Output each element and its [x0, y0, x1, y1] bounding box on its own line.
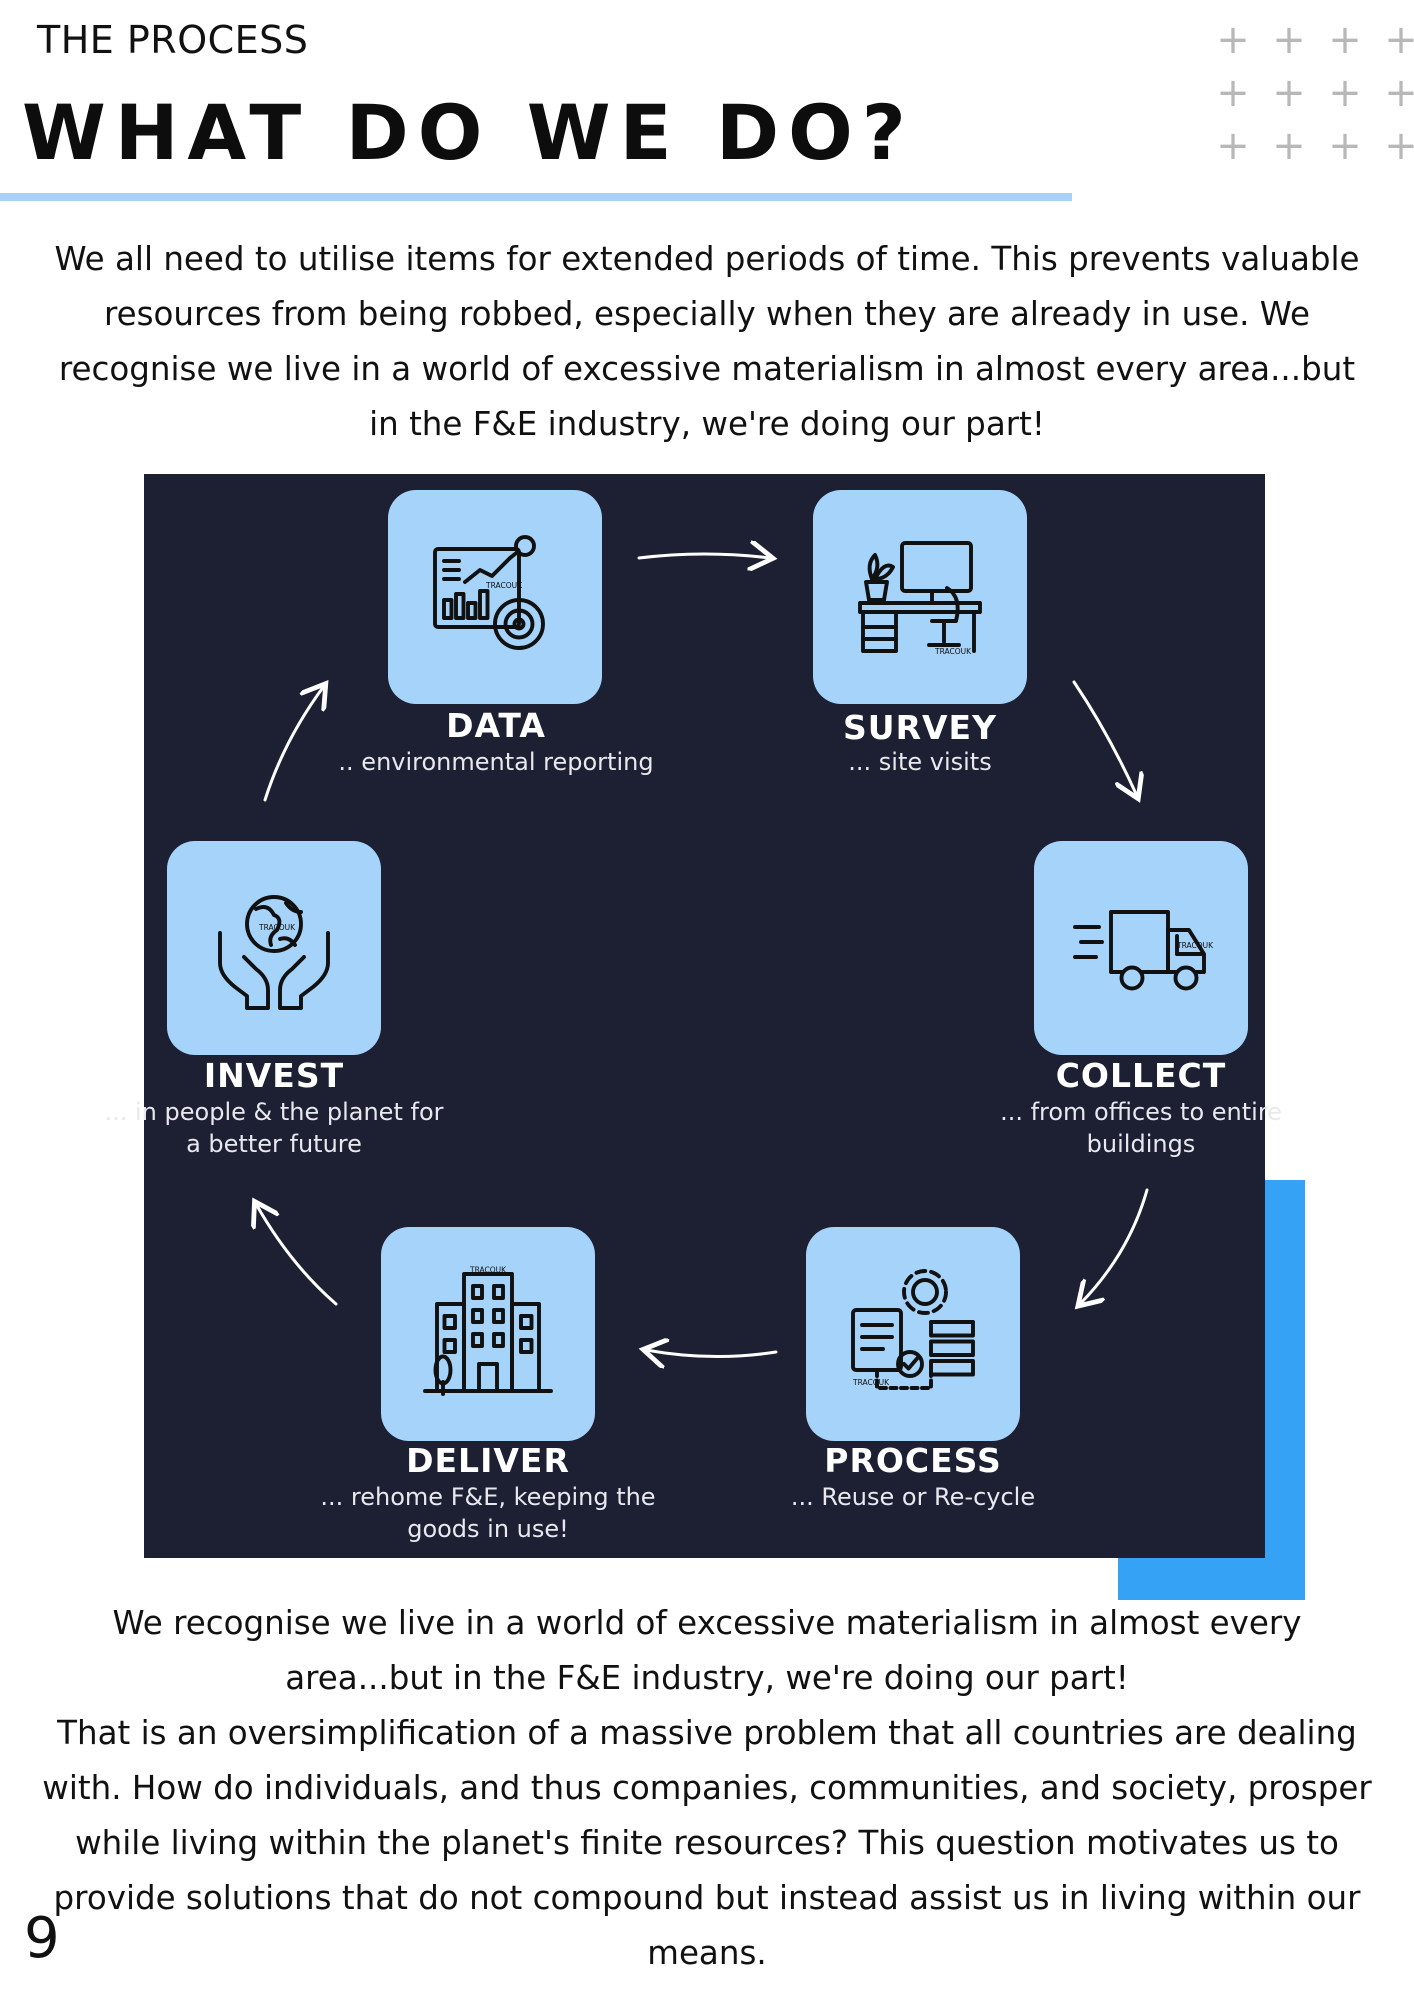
plus-icon: + [1216, 17, 1250, 63]
arrow-data-to-survey [637, 554, 770, 558]
tile-collect: TRACOUK [1034, 841, 1248, 1055]
plus-icon: + [1272, 123, 1306, 169]
arrow-collect-to-process [1080, 1188, 1149, 1304]
delivery-truck-icon: TRACOUK [1073, 910, 1214, 991]
step-title-collect: COLLECT [1055, 1056, 1227, 1095]
plus-icon: + [1272, 17, 1306, 63]
arrow-survey-to-collect [1072, 680, 1137, 796]
tile-process: TRACOUK [806, 1227, 1020, 1441]
plus-icon: + [1384, 123, 1414, 169]
step-desc-survey: ... site visits [848, 748, 992, 776]
tile-data: TRACOUK [388, 490, 602, 704]
page-title: WHAT DO WE DO? [22, 88, 915, 177]
outro-paragraph-1: We recognise we live in a world of exces… [112, 1604, 1302, 1697]
step-title-data: DATA [446, 706, 546, 745]
data-analytics-icon: TRACOUK [433, 535, 545, 650]
office-desk-icon: TRACOUK [858, 541, 982, 656]
globe-in-hands-icon: TRACOUK [218, 895, 330, 1010]
step-desc-deliver: ... rehome F&E, keeping the goods in use… [320, 1483, 656, 1543]
plus-icon: + [1272, 70, 1306, 116]
step-desc-invest: ... in people & the planet for a better … [104, 1098, 444, 1158]
plus-pattern: + + + + + + + + + + + + [1205, 14, 1414, 173]
section-eyebrow: THE PROCESS [37, 18, 309, 62]
plus-icon: + [1384, 17, 1414, 63]
svg-text:TRACOUK: TRACOUK [258, 923, 296, 932]
plus-icon: + [1216, 70, 1250, 116]
process-diagram: TRACOUK DATA .. environmental reporting … [105, 474, 1282, 1558]
step-title-survey: SURVEY [843, 708, 997, 747]
arrow-deliver-to-invest [256, 1204, 338, 1306]
tile-survey: TRACOUK [813, 490, 1027, 704]
step-desc-data: .. environmental reporting [338, 748, 654, 776]
tile-invest: TRACOUK [167, 841, 381, 1055]
svg-text:TRACOUK: TRACOUK [934, 647, 972, 656]
process-gear-icon: TRACOUK [851, 1269, 975, 1390]
step-desc-process: ... Reuse or Re-cycle [790, 1483, 1036, 1511]
cycle-arrows [144, 474, 1149, 1558]
step-title-process: PROCESS [824, 1441, 1002, 1480]
svg-text:TRACOUK: TRACOUK [1176, 941, 1214, 950]
plus-icon: + [1328, 70, 1362, 116]
step-title-deliver: DELIVER [406, 1441, 570, 1480]
outro-paragraph-2: That is an oversimplification of a massi… [42, 1714, 1372, 1972]
plus-icon: + [1328, 17, 1362, 63]
plus-icon: + [1216, 123, 1250, 169]
arrow-invest-to-data [263, 686, 324, 802]
plus-icon: + [1328, 123, 1362, 169]
page-number: 9 [24, 1906, 60, 1971]
tile-deliver: TRACOUK [381, 1227, 595, 1441]
arrow-process-to-deliver [646, 1350, 778, 1357]
svg-text:TRACOUK: TRACOUK [852, 1378, 890, 1387]
step-title-invest: INVEST [203, 1056, 345, 1095]
step-desc-collect: ... from offices to entire buildings [1000, 1098, 1282, 1158]
svg-text:TRACOUK: TRACOUK [469, 1266, 507, 1275]
outro-text: We recognise we live in a world of exces… [40, 1596, 1374, 1981]
building-icon: TRACOUK [423, 1266, 553, 1396]
title-underline [0, 193, 1072, 201]
plus-icon: + [1384, 70, 1414, 116]
svg-text:TRACOUK: TRACOUK [485, 581, 523, 590]
intro-paragraph: We all need to utilise items for extende… [54, 240, 1360, 443]
